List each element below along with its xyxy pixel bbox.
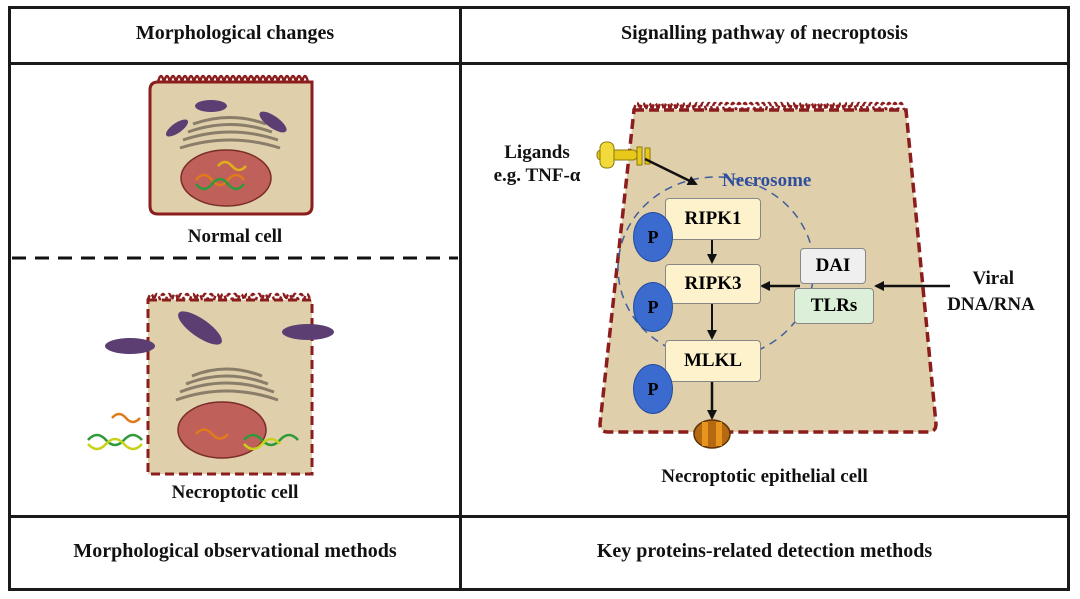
arrow-ligand-to-ripk1 [644,157,698,186]
mitochondria [165,100,287,137]
header-signalling-pathway: Signalling pathway of necroptosis [621,22,908,44]
phospho-mlkl: P [633,364,673,414]
necroptotic-cell-label: Necroptotic cell [171,482,299,503]
tnf-ligand-icon [596,141,651,169]
footer-divider [8,515,1070,518]
mlkl-pore-icon [693,419,731,449]
node-ripk3: RIPK3 [665,264,761,304]
node-ripk1: RIPK1 [665,198,761,240]
necrosome-label: Necrosome [722,170,812,191]
node-dai: DAI [800,248,866,284]
ligands-example-label: e.g. TNF-α [493,165,581,186]
viral-nucleic-acid-label: DNA/RNA [947,294,1035,315]
header-morphological-changes: Morphological changes [135,22,335,44]
figure-frame [8,6,1070,591]
node-mlkl: MLKL [665,340,761,382]
header-morphological-methods: Morphological observational methods [73,540,397,562]
microvilli [156,74,310,83]
epithelial-cell-caption: Necroptotic epithelial cell [661,466,868,487]
normal-cell-illustration [148,74,314,216]
swollen-mitochondria [105,311,334,354]
ligands-label: Ligands [504,142,570,163]
header-detection-methods: Key proteins-related detection methods [596,540,933,562]
vertical-divider [459,6,462,591]
phospho-ripk3: P [633,282,673,332]
normal-cell-label: Normal cell [187,226,283,247]
nucleus [180,149,272,207]
phospho-ripk1: P [633,212,673,262]
header-divider [8,62,1070,65]
necroptotic-cell-illustration [87,292,334,476]
viral-label: Viral [972,268,1014,289]
node-tlrs: TLRs [794,288,874,324]
